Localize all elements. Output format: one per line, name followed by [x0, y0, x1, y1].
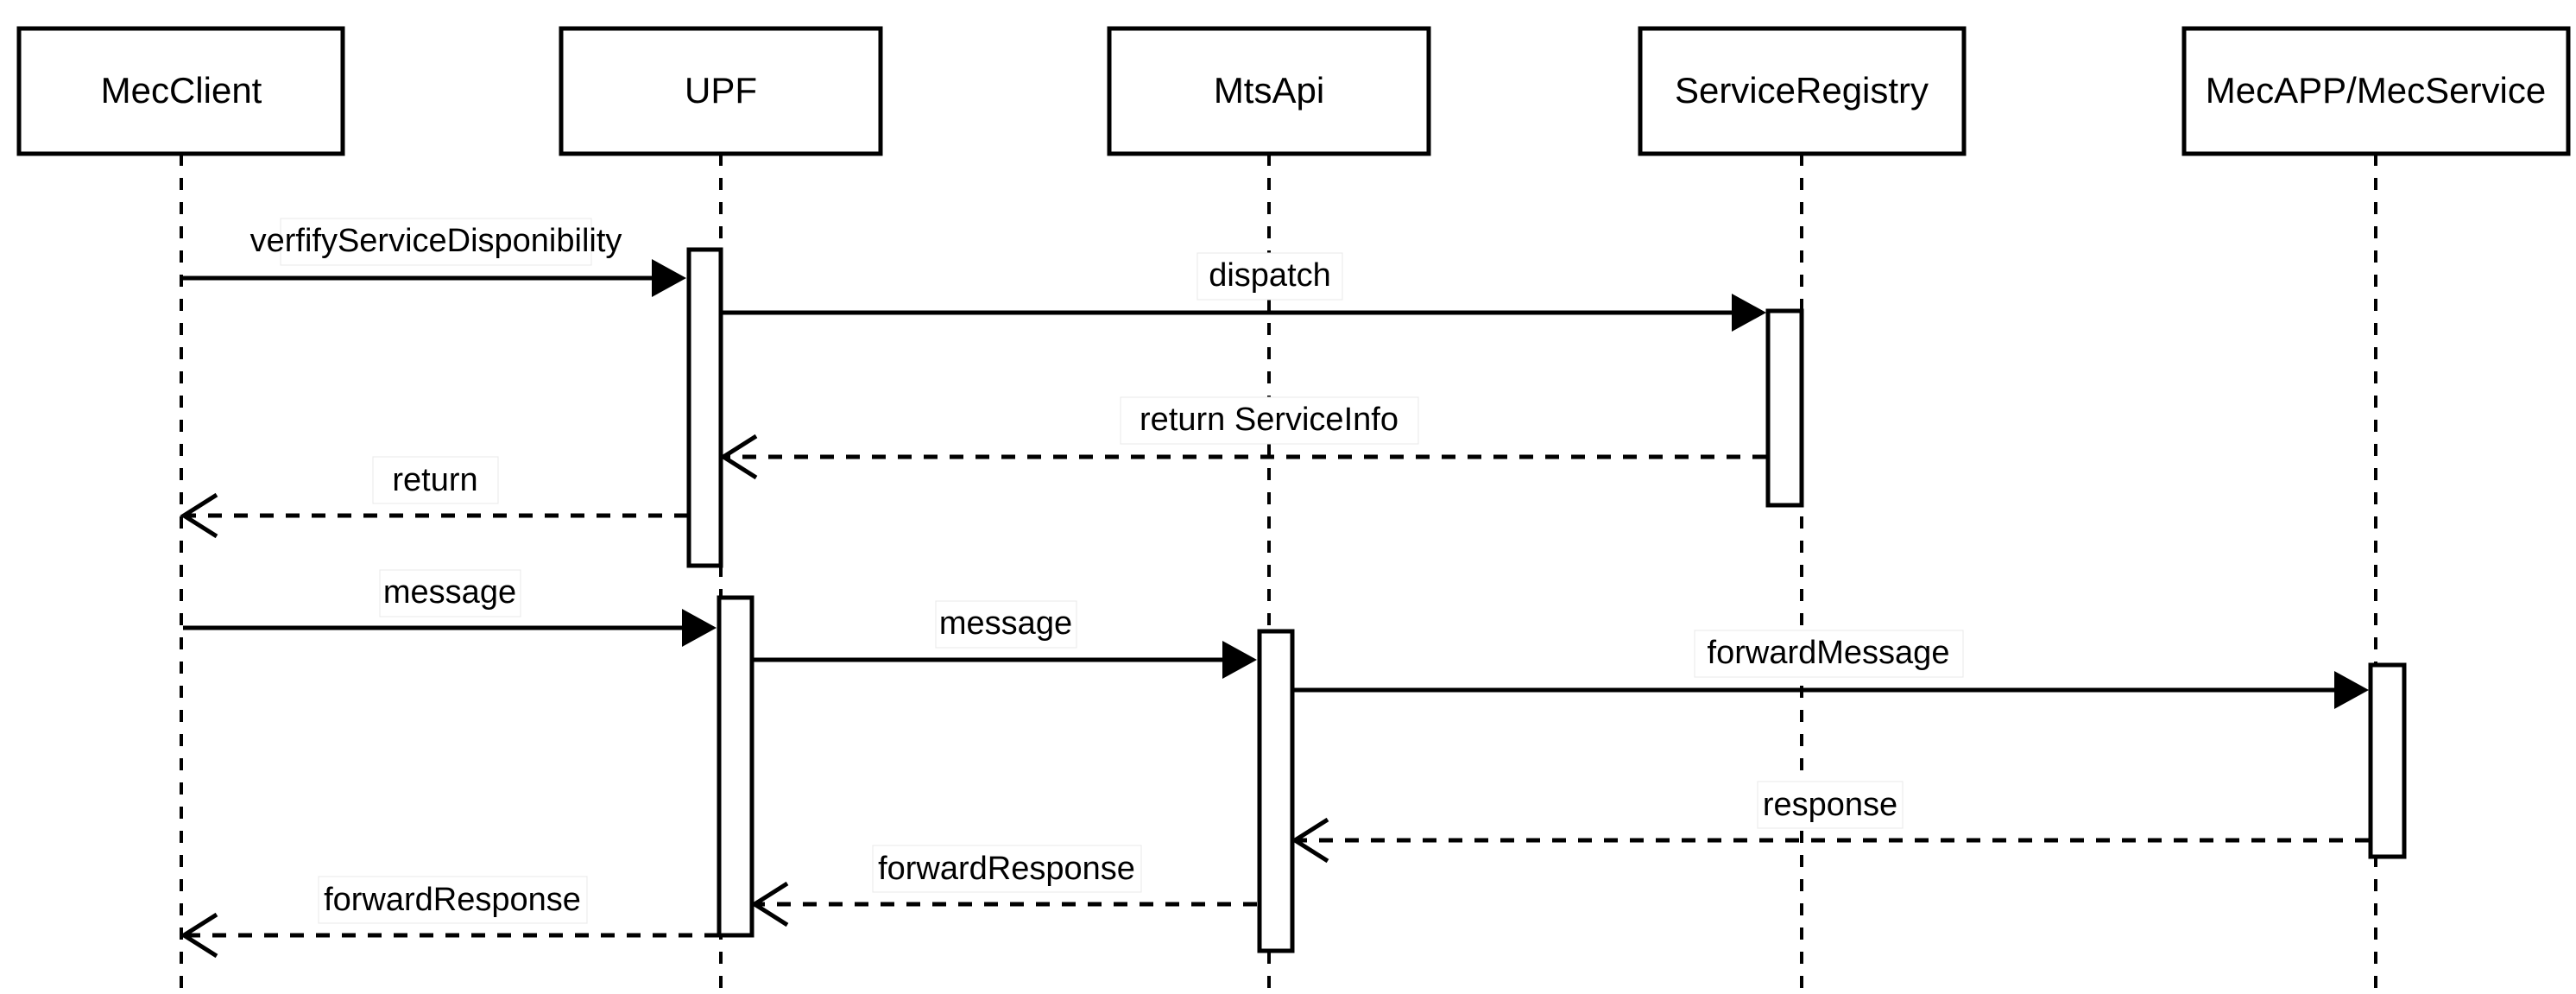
message-label-background — [1196, 252, 1343, 301]
message-label-background — [872, 845, 1142, 893]
arrowhead-filled-right-icon — [682, 609, 717, 647]
participant-serviceregistry[interactable]: ServiceRegistry — [1638, 26, 1967, 156]
lifelines-layer — [180, 154, 2377, 994]
participant-box-mecclient[interactable] — [16, 26, 345, 156]
message-label-response: response — [1763, 787, 1897, 823]
message-label-background — [379, 569, 521, 617]
participant-mecclient[interactable]: MecClient — [16, 26, 345, 156]
participant-box-mtsapi[interactable] — [1107, 26, 1431, 156]
message-label-background — [1757, 781, 1904, 829]
messages-layer: verfifyServiceDisponibility dispatch ret… — [180, 218, 2369, 959]
arrowhead-filled-right-icon — [652, 259, 686, 297]
participant-label-serviceregistry: ServiceRegistry — [1675, 70, 1929, 111]
participant-box-upf[interactable] — [559, 26, 883, 156]
message-label-background — [318, 876, 588, 924]
message-message-upf-mtsapi[interactable]: message — [753, 600, 1257, 679]
message-forwardmessage[interactable]: forwardMessage — [1293, 630, 2369, 709]
participant-label-mtsapi: MtsApi — [1214, 70, 1324, 111]
arrowhead-open-left-icon — [750, 881, 789, 928]
message-label-forwardmessage: forwardMessage — [1708, 635, 1950, 671]
activation-bar-upf-1[interactable] — [686, 247, 723, 568]
message-label-verfifyservicedisponibility: verfifyServiceDisponibility — [250, 223, 622, 259]
message-verfifyservicedisponibility[interactable]: verfifyServiceDisponibility — [183, 218, 686, 297]
activation-bar-mecappmecservice-1[interactable] — [2368, 662, 2407, 859]
message-label-background — [372, 456, 499, 504]
participant-label-mecappmecservice: MecAPP/MecService — [2206, 70, 2546, 111]
participant-mtsapi[interactable]: MtsApi — [1107, 26, 1431, 156]
message-forwardresponse-upf-client[interactable]: forwardResponse — [180, 876, 718, 959]
arrowhead-filled-right-icon — [1222, 641, 1257, 679]
arrowhead-open-left-icon — [719, 434, 758, 480]
activation-bar-upf-2[interactable] — [717, 595, 754, 938]
participant-mecappmecservice[interactable]: MecAPP/MecService — [2181, 26, 2571, 156]
participants-layer: MecClient UPF MtsApi ServiceRegistry Mec… — [16, 26, 2571, 156]
activation-bar-mtsapi-1[interactable] — [1257, 629, 1295, 953]
participant-label-mecclient: MecClient — [101, 70, 262, 111]
message-label-dispatch: dispatch — [1209, 257, 1331, 294]
message-response[interactable]: response — [1291, 781, 2369, 864]
message-label-forwardresponse-mtsapi-upf: forwardResponse — [878, 851, 1135, 887]
message-label-return-serviceinfo: return ServiceInfo — [1140, 402, 1398, 438]
message-label-background — [935, 600, 1077, 649]
arrowhead-open-left-icon — [1291, 817, 1329, 864]
message-label-forwardresponse-upf-client: forwardResponse — [324, 882, 581, 918]
message-return-serviceinfo[interactable]: return ServiceInfo — [719, 396, 1766, 480]
participant-upf[interactable]: UPF — [559, 26, 883, 156]
message-label-background — [1120, 396, 1419, 445]
message-message-client-upf[interactable]: message — [183, 569, 717, 647]
message-label-background — [1694, 630, 1964, 678]
arrowhead-filled-right-icon — [2334, 671, 2369, 709]
activations-layer — [686, 247, 2407, 953]
participant-box-serviceregistry[interactable] — [1638, 26, 1967, 156]
message-return[interactable]: return — [180, 456, 688, 539]
arrowhead-open-left-icon — [180, 492, 218, 539]
message-label-return: return — [392, 462, 477, 498]
arrowhead-filled-right-icon — [1732, 294, 1766, 332]
arrowhead-open-left-icon — [180, 912, 218, 959]
message-dispatch[interactable]: dispatch — [722, 252, 1766, 332]
participant-label-upf: UPF — [685, 70, 757, 111]
participant-box-mecappmecservice[interactable] — [2181, 26, 2571, 156]
message-label-background — [280, 218, 592, 266]
message-forwardresponse-mtsapi-upf[interactable]: forwardResponse — [750, 845, 1257, 928]
message-label-message-upf-mtsapi: message — [939, 605, 1072, 642]
message-label-message-client-upf: message — [383, 574, 516, 611]
activation-bar-serviceregistry-1[interactable] — [1765, 308, 1804, 508]
